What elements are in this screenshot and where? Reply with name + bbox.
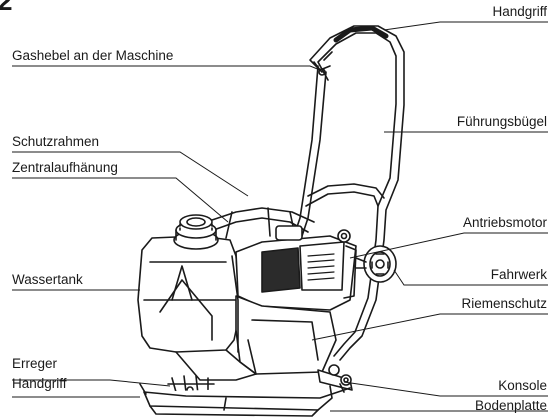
label-antriebsmotor: Antriebsmotor [462, 215, 547, 230]
figure-number: 2 [0, 0, 13, 16]
label-fuehrungsbuegel: Führungsbügel [456, 114, 547, 129]
label-fahrwerk: Fahrwerk [490, 267, 547, 282]
label-handgriff-right: Handgriff [492, 4, 547, 19]
label-bodenplatte: Bodenplatte [474, 398, 547, 413]
console [317, 364, 353, 391]
label-riemenschutz: Riemenschutz [461, 296, 547, 311]
label-erreger: Erreger [12, 356, 58, 371]
base-plate [139, 383, 351, 417]
label-schutzrahmen: Schutzrahmen [12, 134, 100, 149]
callout-lines [12, 21, 548, 412]
guide-bar [293, 25, 405, 361]
label-wassertank: Wassertank [12, 272, 83, 287]
water-tank [137, 214, 241, 353]
engine [235, 225, 357, 311]
label-zentralaufhaengung: Zentralaufhänung [12, 160, 118, 175]
wheel [355, 245, 397, 283]
label-handgriff-left: Handgriff [12, 376, 67, 391]
label-konsole: Konsole [498, 378, 547, 393]
label-gashebel: Gashebel an der Maschine [12, 48, 174, 63]
